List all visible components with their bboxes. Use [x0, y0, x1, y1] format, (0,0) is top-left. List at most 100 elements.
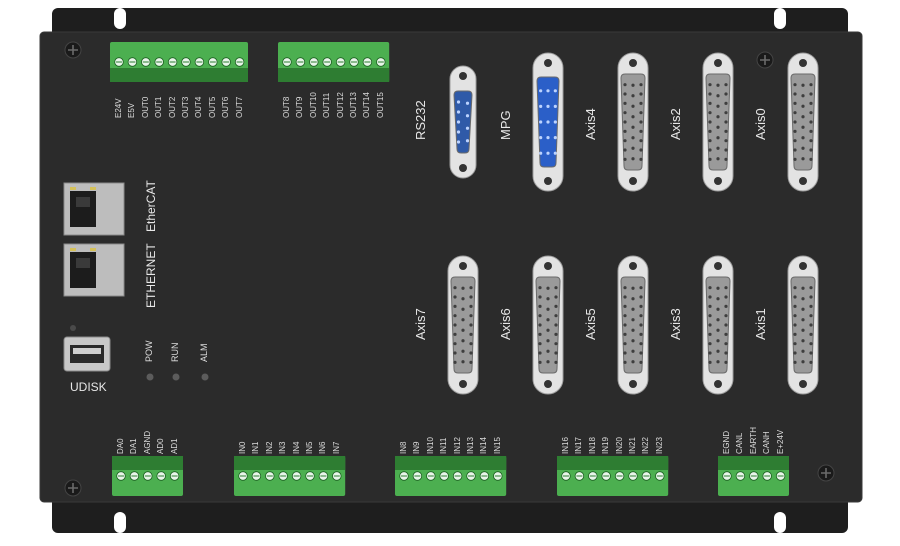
dsub-pin	[708, 332, 712, 336]
out-pin-label: OUT0	[140, 96, 150, 118]
dsub-pin	[639, 323, 643, 327]
dsub-pin	[724, 332, 728, 336]
in-8-15-pin-label: IN15	[492, 437, 502, 454]
can-pin-label: E+24V	[775, 429, 785, 454]
dsub-pin	[623, 295, 627, 299]
dsub-pin	[631, 318, 635, 322]
in-0-7-pin-label: IN0	[238, 441, 247, 454]
dsub-pin	[708, 139, 712, 143]
in-0-7-pin-label: IN5	[305, 441, 314, 454]
dsub-pin	[639, 129, 643, 133]
dsub-pin	[716, 286, 720, 290]
connector-label-axis7: Axis7	[413, 308, 428, 340]
in-16-23-pin-label: IN17	[574, 437, 584, 454]
ethernet-port	[63, 243, 125, 297]
dsub-pin	[809, 304, 813, 308]
dsub-pin	[546, 328, 550, 332]
dsub-pin	[708, 304, 712, 308]
in-0-7-pin-label: IN2	[264, 441, 274, 454]
dsub-pin	[793, 323, 797, 327]
dsub-pin	[469, 286, 473, 290]
dsub-pin	[461, 297, 465, 301]
analog-pin-label: DA0	[116, 438, 125, 454]
dsub-pin	[639, 148, 643, 152]
can-pin-label: CANH	[762, 431, 772, 454]
dsub-pin	[623, 332, 627, 336]
screw-icon	[64, 479, 82, 497]
dsub-pin	[631, 328, 635, 332]
dsub-pin	[623, 342, 627, 346]
dsub-shell	[620, 73, 646, 171]
dsub-pin	[456, 110, 461, 114]
connector-label-mpg: MPG	[498, 110, 513, 140]
dsub-hole	[544, 59, 552, 67]
dsub-pin	[716, 307, 720, 311]
dsub-pin	[554, 323, 558, 327]
dsub-shell	[453, 90, 473, 154]
dsub-pin	[554, 351, 558, 355]
dsub-pin	[724, 157, 728, 161]
dsub-pin	[623, 148, 627, 152]
connector-label-axis2: Axis2	[668, 108, 683, 140]
dsub-pin	[716, 94, 720, 98]
can-pin-label: EARTH	[748, 427, 758, 454]
dsub-pin	[453, 332, 457, 336]
out-pin-label: OUT7	[234, 96, 244, 118]
dsub-pin	[793, 111, 797, 115]
out-pin-label: OUT15	[375, 92, 385, 118]
led-label-pow: POW	[144, 340, 154, 363]
dsub-hole	[714, 262, 722, 270]
dsub-pin	[639, 332, 643, 336]
mounting-slot	[774, 8, 786, 29]
dsub-pin	[793, 157, 797, 161]
dsub-pin	[716, 83, 720, 87]
dsub-pin	[631, 83, 635, 87]
dsub-pin	[724, 129, 728, 133]
dsub-pin	[639, 314, 643, 318]
in-0-7-pin-label: IN7	[331, 441, 341, 454]
dsub-pin	[639, 342, 643, 346]
dsub-pin	[793, 129, 797, 133]
terminal-lip	[112, 456, 183, 470]
dsub-pin	[724, 83, 728, 87]
dsub-pin	[623, 157, 627, 161]
dsub-pin	[453, 351, 457, 355]
dsub-hole	[544, 262, 552, 270]
dsub-pin	[809, 101, 813, 105]
out-pin-label: OUT5	[207, 96, 217, 118]
dsub-pin	[639, 101, 643, 105]
dsub-pin	[639, 92, 643, 96]
dsub-pin	[724, 304, 728, 308]
dsub-shell	[790, 276, 816, 374]
dsub-pin	[623, 92, 627, 96]
dsub-hole	[799, 59, 807, 67]
dsub-pin	[631, 307, 635, 311]
in-0-7-pin-label: IN6	[318, 441, 328, 454]
dsub-pin	[461, 286, 465, 290]
status-led	[201, 373, 209, 381]
dsub-pin	[809, 92, 813, 96]
dsub-pin	[539, 136, 543, 140]
dsub-pin	[631, 136, 635, 140]
dsub-pin	[809, 129, 813, 133]
dsub-pin	[453, 295, 457, 299]
connector-axis2	[702, 52, 734, 192]
dsub-pin	[724, 286, 728, 290]
dsub-shell	[790, 73, 816, 171]
in-8-15-pin-label: IN10	[425, 437, 435, 454]
terminal-in-8-15	[395, 456, 507, 496]
rj45-led	[70, 248, 76, 251]
dsub-pin	[465, 101, 470, 105]
dsub-pin	[546, 151, 550, 155]
dsub-pin	[554, 295, 558, 299]
dsub-pin	[538, 286, 542, 290]
in-0-7-pin-label: IN3	[278, 441, 288, 454]
dsub-pin	[809, 148, 813, 152]
dsub-pin	[793, 304, 797, 308]
connector-axis4	[617, 52, 649, 192]
dsub-hole	[714, 59, 722, 67]
dsub-pin	[716, 360, 720, 364]
dsub-pin	[801, 349, 805, 353]
dsub-pin	[639, 139, 643, 143]
dsub-pin	[801, 360, 805, 364]
